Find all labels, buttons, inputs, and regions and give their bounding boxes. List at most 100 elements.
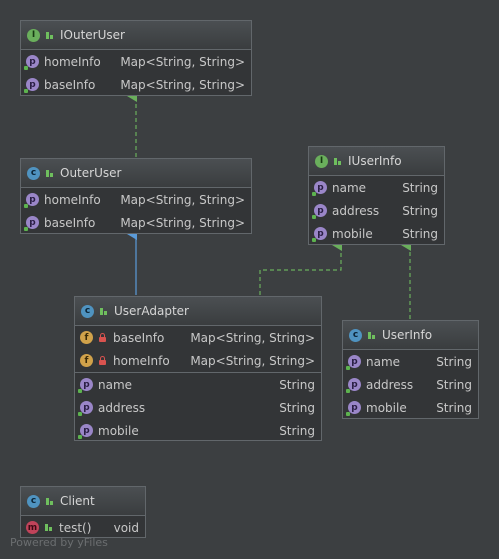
property-row[interactable]: p name String (75, 372, 321, 396)
property-name: address (366, 377, 414, 392)
property-p-icon: p (78, 424, 93, 439)
property-p-icon: p (24, 216, 39, 231)
private-lock-icon (98, 356, 107, 365)
box-header[interactable]: I IUserInfo (309, 147, 444, 176)
property-row[interactable]: p mobile String (343, 396, 478, 419)
interface-box-iouteruser[interactable]: I IOuterUser p homeInfo Map<String, Stri… (20, 20, 252, 96)
method-return-type: void (113, 520, 139, 535)
class-c-icon: c (349, 328, 362, 342)
field-type: Map<String, String> (190, 353, 315, 368)
field-f-icon: f (80, 331, 93, 344)
property-row[interactable]: p mobile String (75, 419, 321, 442)
property-name: name (98, 377, 133, 392)
property-type: String (402, 180, 438, 195)
method-row[interactable]: m test() void (21, 516, 145, 539)
field-name: baseInfo (113, 330, 165, 345)
box-header[interactable]: c OuterUser (21, 159, 251, 188)
field-name: homeInfo (113, 353, 170, 368)
yfiles-watermark: Powered by yFiles (10, 536, 108, 549)
class-box-userinfo[interactable]: c UserInfo p name String p address Strin… (342, 320, 479, 419)
property-row[interactable]: p baseInfo Map<String, String> (21, 73, 251, 96)
property-row[interactable]: p mobile String (309, 222, 444, 245)
property-p-icon: p (24, 193, 39, 208)
class-c-icon: c (27, 494, 40, 508)
field-f-icon: f (80, 354, 93, 367)
edge-useradapter-implements-iuserinfo (259, 239, 342, 295)
property-p-icon: p (312, 227, 327, 242)
interface-i-icon: I (315, 154, 328, 168)
property-p-icon: p (24, 78, 39, 93)
class-c-icon: c (81, 304, 94, 318)
public-visibility-icon (44, 523, 53, 532)
box-title: UserAdapter (114, 304, 189, 318)
property-name: mobile (98, 423, 139, 438)
property-type: Map<String, String> (120, 77, 245, 92)
property-row[interactable]: p address String (309, 199, 444, 222)
property-name: mobile (366, 400, 407, 415)
interface-i-icon: I (27, 28, 40, 42)
field-row[interactable]: f baseInfo Map<String, String> (75, 326, 321, 349)
property-p-icon: p (346, 355, 361, 370)
class-box-client[interactable]: c Client m test() void (20, 486, 146, 538)
property-type: String (279, 400, 315, 415)
property-row[interactable]: p name String (309, 176, 444, 199)
box-header[interactable]: c Client (21, 487, 145, 516)
property-name: address (332, 203, 380, 218)
box-title: Client (60, 494, 95, 508)
property-row[interactable]: p address String (75, 396, 321, 419)
property-type: Map<String, String> (120, 192, 245, 207)
property-type: String (436, 377, 472, 392)
property-name: name (332, 180, 367, 195)
property-type: Map<String, String> (120, 215, 245, 230)
property-name: address (98, 400, 146, 415)
public-visibility-icon (45, 31, 54, 40)
public-visibility-icon (99, 307, 108, 316)
box-header[interactable]: I IOuterUser (21, 21, 251, 50)
property-p-icon: p (346, 378, 361, 393)
method-name: test() (59, 520, 92, 535)
property-type: String (436, 354, 472, 369)
property-name: baseInfo (44, 77, 96, 92)
box-header[interactable]: c UserInfo (343, 321, 478, 350)
property-type: String (402, 226, 438, 241)
public-visibility-icon (367, 331, 376, 340)
class-box-useradapter[interactable]: c UserAdapter f baseInfo Map<String, Str… (74, 296, 322, 441)
property-row[interactable]: p baseInfo Map<String, String> (21, 211, 251, 234)
property-type: String (279, 377, 315, 392)
property-row[interactable]: p homeInfo Map<String, String> (21, 188, 251, 211)
property-name: mobile (332, 226, 373, 241)
property-p-icon: p (346, 401, 361, 416)
property-name: name (366, 354, 401, 369)
interface-box-iuserinfo[interactable]: I IUserInfo p name String p address Stri… (308, 146, 445, 245)
class-c-icon: c (27, 166, 40, 180)
property-p-icon: p (312, 204, 327, 219)
property-p-icon: p (312, 181, 327, 196)
property-name: homeInfo (44, 192, 101, 207)
property-p-icon: p (78, 378, 93, 393)
property-p-icon: p (24, 55, 39, 70)
property-type: Map<String, String> (120, 54, 245, 69)
property-row[interactable]: p name String (343, 350, 478, 373)
field-type: Map<String, String> (190, 330, 315, 345)
public-visibility-icon (45, 169, 54, 178)
property-row[interactable]: p homeInfo Map<String, String> (21, 50, 251, 73)
method-m-icon: m (26, 521, 39, 534)
private-lock-icon (98, 333, 107, 342)
public-visibility-icon (45, 497, 54, 506)
box-title: OuterUser (60, 166, 122, 180)
class-box-outeruser[interactable]: c OuterUser p homeInfo Map<String, Strin… (20, 158, 252, 234)
property-p-icon: p (78, 401, 93, 416)
property-name: baseInfo (44, 215, 96, 230)
public-visibility-icon (333, 157, 342, 166)
box-header[interactable]: c UserAdapter (75, 297, 321, 326)
property-row[interactable]: p address String (343, 373, 478, 396)
property-name: homeInfo (44, 54, 101, 69)
field-row[interactable]: f homeInfo Map<String, String> (75, 349, 321, 372)
box-title: IOuterUser (60, 28, 125, 42)
property-type: String (279, 423, 315, 438)
property-type: String (436, 400, 472, 415)
box-title: IUserInfo (348, 154, 402, 168)
box-title: UserInfo (382, 328, 433, 342)
property-type: String (402, 203, 438, 218)
